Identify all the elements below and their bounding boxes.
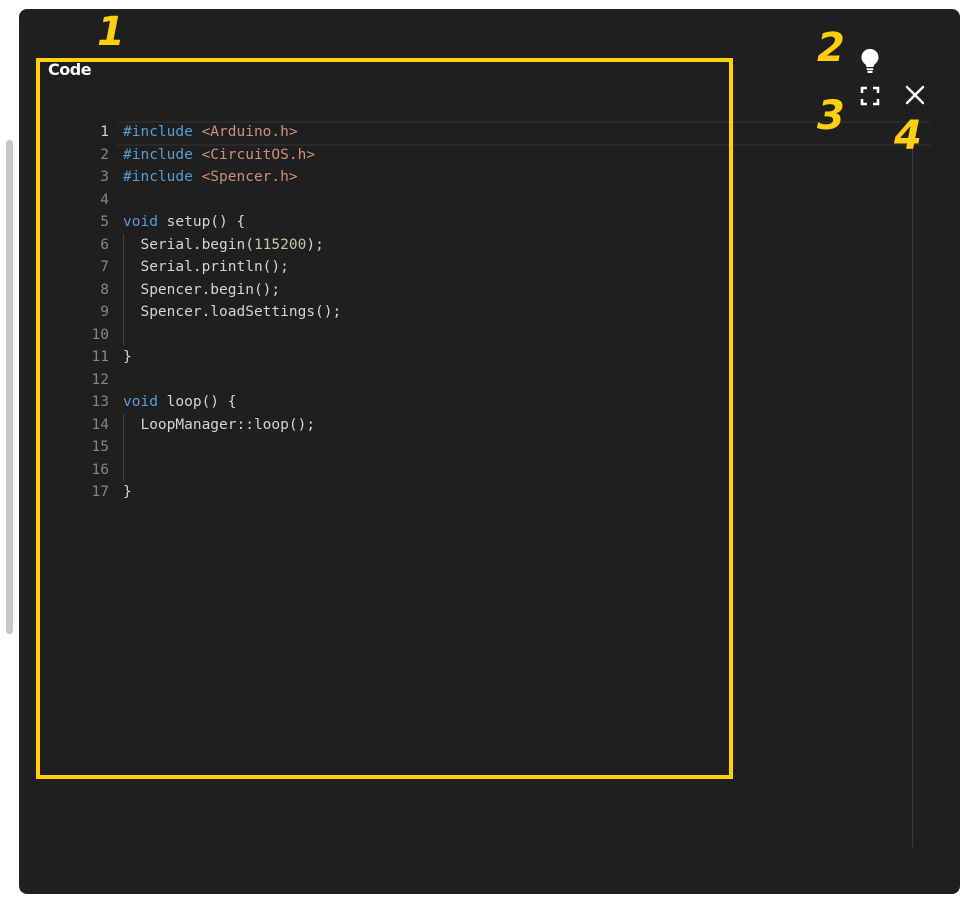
code-token: LoopManager::loop(); <box>123 416 316 433</box>
code-line[interactable]: 5 void setup() { <box>59 211 939 234</box>
line-number: 13 <box>91 394 109 410</box>
line-code: void loop() { <box>123 391 237 414</box>
code-token: Spencer.loadSettings(); <box>123 304 342 320</box>
code-line[interactable]: 8 Spencer.begin(); <box>59 279 939 302</box>
line-number: 3 <box>100 169 109 185</box>
line-code: Spencer.loadSettings(); <box>123 301 341 324</box>
line-number: 2 <box>100 146 109 163</box>
line-code: #include <Arduino.h> <box>123 121 298 144</box>
code-token: #include <box>123 146 202 163</box>
page-scrollbar-thumb[interactable] <box>6 140 13 634</box>
line-number: 9 <box>100 304 109 320</box>
line-number: 10 <box>91 326 109 343</box>
indent-guide <box>123 234 124 346</box>
annotation-label-3: 3 <box>817 93 845 139</box>
code-token: <Spencer.h> <box>201 169 298 185</box>
close-icon[interactable] <box>901 81 929 109</box>
line-code: Serial.begin(115200); <box>123 234 324 257</box>
code-token: Serial.println(); <box>123 259 289 275</box>
code-token: setup() { <box>157 214 246 230</box>
line-number: 6 <box>100 236 109 253</box>
line-number: 4 <box>100 191 109 208</box>
code-line[interactable]: 6 Serial.begin(115200); <box>59 234 939 257</box>
code-token: loop() { <box>157 394 237 410</box>
line-number: 7 <box>100 259 109 275</box>
annotation-label-1: 1 <box>97 9 125 55</box>
line-code: Spencer.begin(); <box>123 279 280 302</box>
lightbulb-icon[interactable] <box>856 46 884 76</box>
code-line[interactable]: 1 #include <Arduino.h> <box>59 121 939 144</box>
indent-guide <box>123 414 124 481</box>
code-token: void <box>123 214 158 230</box>
line-number: 11 <box>91 349 109 365</box>
code-line[interactable]: 14 LoopManager::loop(); <box>59 414 939 437</box>
line-code: Serial.println(); <box>123 256 289 279</box>
line-number: 12 <box>91 371 109 388</box>
code-line[interactable]: 7 Serial.println(); <box>59 256 939 279</box>
code-token: Serial.begin( <box>123 236 254 253</box>
code-token: Spencer.begin(); <box>123 281 281 298</box>
line-code: } <box>123 481 132 504</box>
code-line[interactable]: 15 <box>59 436 939 459</box>
code-token: } <box>123 484 132 500</box>
annotation-label-2: 2 <box>817 25 845 71</box>
code-line[interactable]: 2 #include <CircuitOS.h> <box>59 144 939 167</box>
code-line[interactable]: 12 <box>59 369 939 392</box>
code-editor[interactable]: 1 #include <Arduino.h> 2 #include <CircuitO… <box>59 121 939 504</box>
code-line[interactable]: 10 <box>59 324 939 347</box>
code-line[interactable]: 16 <box>59 459 939 482</box>
code-line[interactable]: 11} <box>59 346 939 369</box>
line-code: LoopManager::loop(); <box>123 414 315 437</box>
page-scrollbar[interactable] <box>0 0 18 897</box>
line-number: 17 <box>91 484 109 500</box>
code-token: } <box>123 349 132 365</box>
line-code: #include <Spencer.h> <box>123 166 298 189</box>
line-number: 15 <box>91 439 109 455</box>
line-number: 1 <box>100 124 109 140</box>
code-token: #include <box>123 169 202 185</box>
fullscreen-icon[interactable] <box>856 83 884 109</box>
code-line[interactable]: 13 void loop() { <box>59 391 939 414</box>
code-token: ); <box>306 236 324 253</box>
current-line-highlight <box>118 121 930 146</box>
line-code: void setup() { <box>123 211 245 234</box>
code-line[interactable]: 9 Spencer.loadSettings(); <box>59 301 939 324</box>
code-token: void <box>123 394 158 410</box>
code-line[interactable]: 4 <box>59 189 939 212</box>
code-line[interactable]: 17} <box>59 481 939 504</box>
line-code: #include <CircuitOS.h> <box>123 144 315 167</box>
line-number: 8 <box>100 281 109 298</box>
code-token: <CircuitOS.h> <box>201 146 316 163</box>
code-line[interactable]: 3 #include <Spencer.h> <box>59 166 939 189</box>
code-token: #include <box>123 124 202 140</box>
line-number: 14 <box>91 416 109 433</box>
panel-title: Code <box>48 60 92 79</box>
code-panel: Code 1 #include <Arduino.h> 2 #include <Cir… <box>19 9 960 894</box>
code-token: <Arduino.h> <box>201 124 298 140</box>
line-number: 5 <box>100 214 109 230</box>
line-number: 16 <box>91 461 109 478</box>
editor-ruler <box>912 142 913 847</box>
annotation-label-4: 4 <box>894 113 922 159</box>
line-code: } <box>123 346 132 369</box>
code-token: 115200 <box>253 236 307 253</box>
